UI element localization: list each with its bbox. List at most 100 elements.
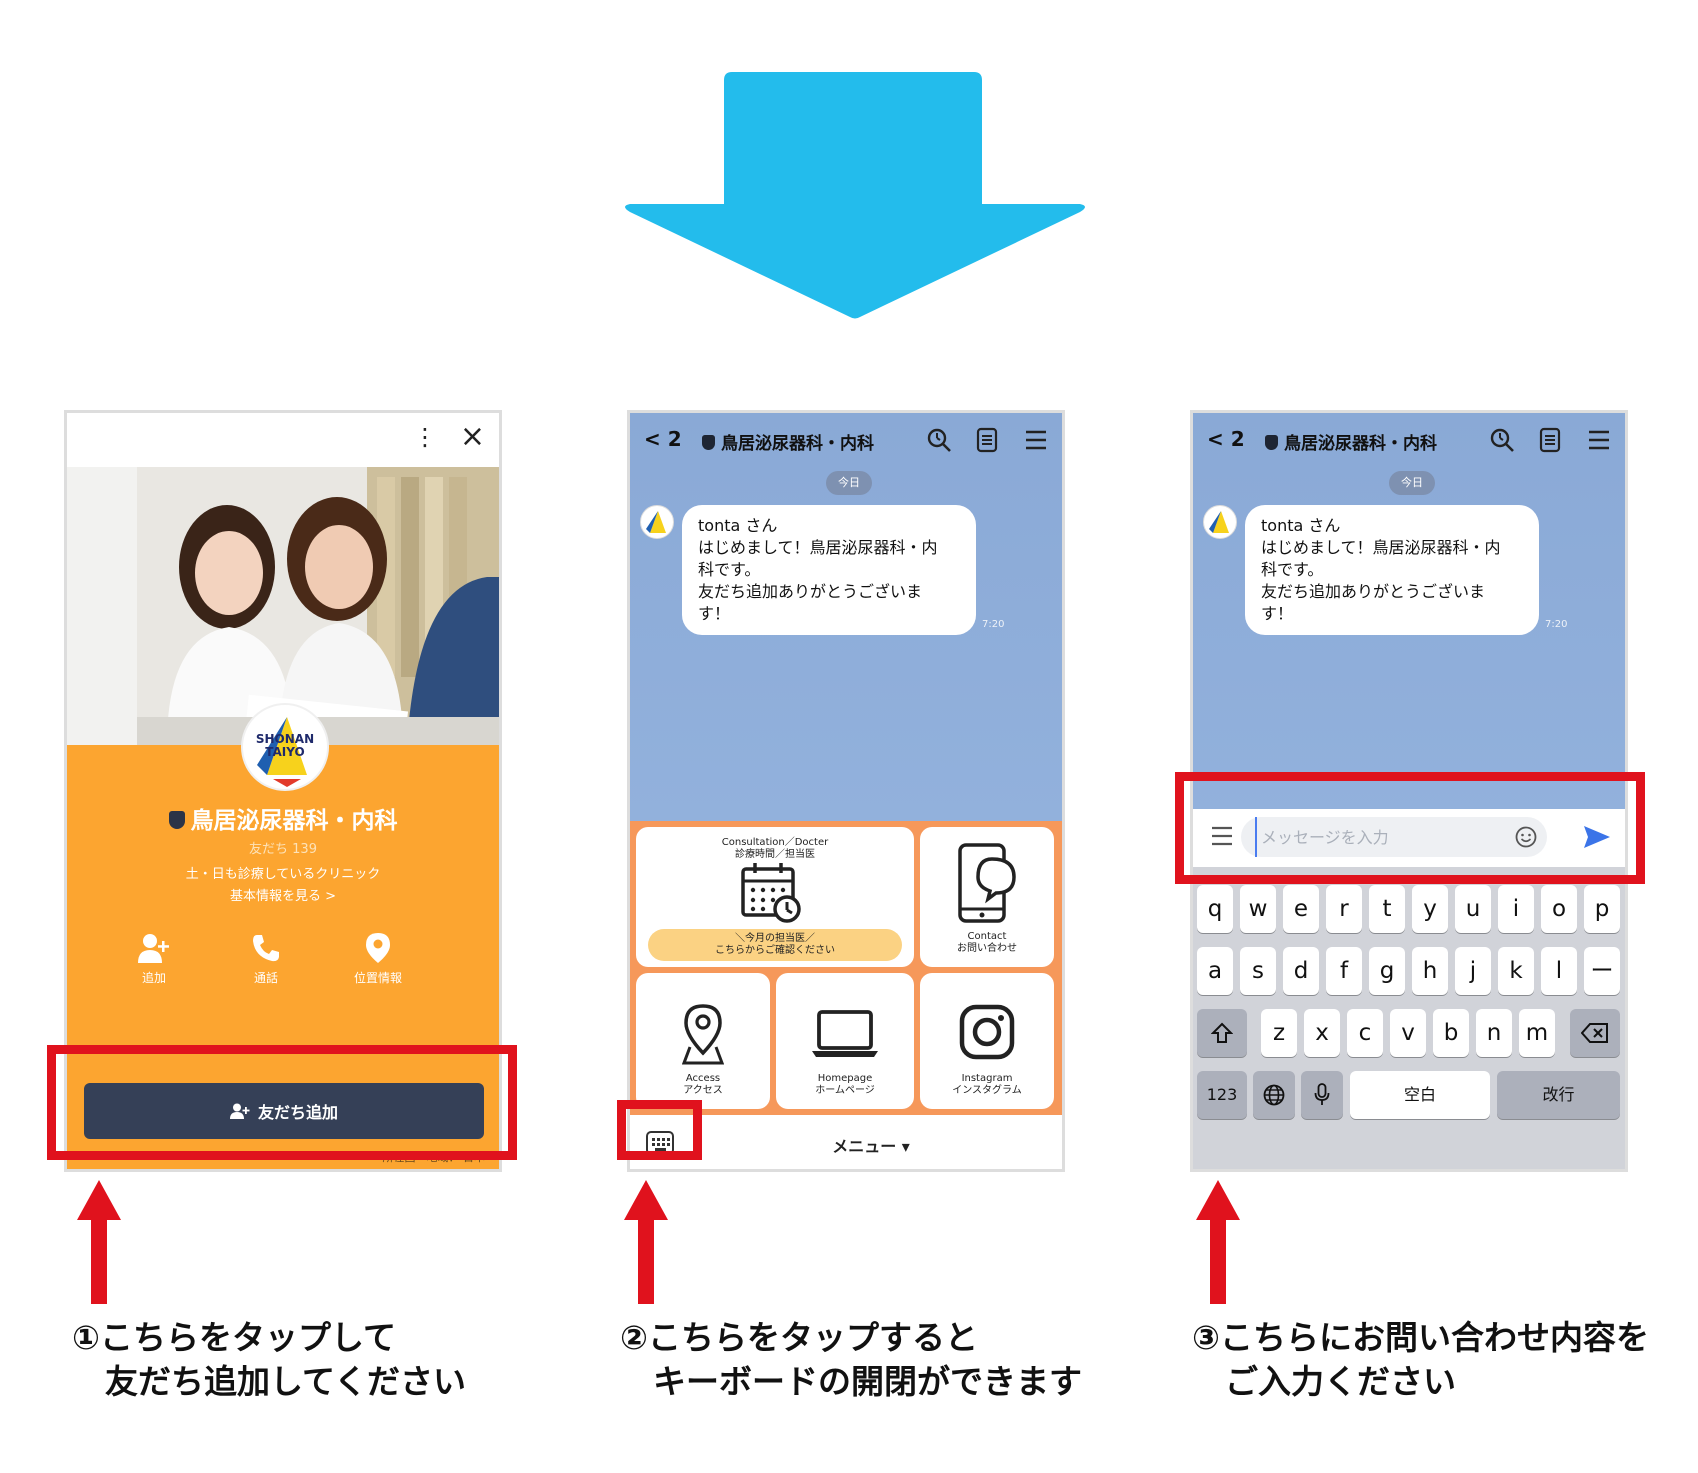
schedule-caption-en: Consultation／Docter	[721, 837, 829, 848]
access-caption-jp: アクセス	[683, 1085, 723, 1096]
rich-menu-instagram[interactable]: Instagram インスタグラム	[920, 973, 1054, 1109]
key-e[interactable]: e	[1283, 885, 1319, 933]
date-separator: 今日	[826, 471, 872, 495]
key-b[interactable]: b	[1433, 1009, 1469, 1057]
message-bubble: tonta さん はじめまして！鳥居泌尿器科・内 科です。 友だち追加ありがとう…	[682, 505, 976, 635]
call-action-label: 通話	[253, 971, 278, 985]
key-d[interactable]: d	[1283, 947, 1319, 995]
key-t[interactable]: t	[1369, 885, 1405, 933]
location-action-label: 位置情報	[353, 971, 402, 985]
homepage-caption-jp: ホームページ	[815, 1085, 875, 1096]
key-m[interactable]: m	[1519, 1009, 1555, 1057]
rich-menu-contact[interactable]: Contact お問い合わせ	[920, 827, 1054, 967]
add-friend-icon	[229, 1103, 250, 1119]
account-logo: SHONAN TAIYO	[241, 703, 329, 791]
add-action-button[interactable]: 追加	[109, 933, 199, 986]
key-w[interactable]: w	[1240, 885, 1276, 933]
rich-menu-homepage[interactable]: Homepage ホームページ	[776, 973, 914, 1109]
key-y[interactable]: y	[1412, 885, 1448, 933]
key-z[interactable]: z	[1261, 1009, 1297, 1057]
message-input[interactable]	[1255, 817, 1495, 857]
caption-step-3-line1: ③こちらにお問い合わせ内容を	[1192, 1318, 1649, 1357]
hamburger-menu-icon[interactable]	[1211, 825, 1233, 847]
globe-icon	[1263, 1084, 1285, 1106]
key-q[interactable]: q	[1197, 885, 1233, 933]
rich-menu: Consultation／Docter 診療時間／担当医 ＼今月の担当医／ こち…	[630, 821, 1062, 1115]
chat-title: 鳥居泌尿器科・内科	[1265, 429, 1437, 454]
caption-step-2-line2: キーボードの開閉ができます	[653, 1362, 1082, 1401]
chat-header: < 2 鳥居泌尿器科・内科	[1193, 413, 1625, 469]
instagram-caption-jp: インスタグラム	[952, 1085, 1022, 1096]
caption-step-1-line1: ①こちらをタップして	[72, 1318, 396, 1357]
caption-step-1-line2: 友だち追加してください	[105, 1362, 467, 1401]
key-u[interactable]: u	[1455, 885, 1491, 933]
doctor-schedule-pill[interactable]: ＼今月の担当医／ こちらからご確認ください	[648, 929, 902, 961]
message-line: tonta さん	[698, 516, 778, 535]
backspace-key[interactable]	[1570, 1009, 1620, 1057]
send-icon[interactable]	[1583, 825, 1611, 849]
shift-key[interactable]	[1197, 1009, 1247, 1057]
key-j[interactable]: j	[1455, 947, 1491, 995]
key-g[interactable]: g	[1369, 947, 1405, 995]
add-friend-button[interactable]: 友だち追加	[84, 1083, 484, 1139]
key-k[interactable]: k	[1498, 947, 1534, 995]
red-up-arrow-icon	[624, 1180, 668, 1304]
key-long-dash[interactable]: ー	[1584, 947, 1620, 995]
doctor-pill-line2: こちらからご確認ください	[715, 945, 835, 956]
rich-menu-access[interactable]: Access アクセス	[636, 973, 770, 1109]
more-options-icon[interactable]: ⋮	[413, 423, 437, 451]
back-button[interactable]: < 2	[1207, 427, 1245, 451]
search-icon[interactable]	[926, 427, 952, 453]
key-r[interactable]: r	[1326, 885, 1362, 933]
verified-shield-icon	[702, 435, 715, 450]
contact-caption-en: Contact	[967, 931, 1007, 942]
key-a[interactable]: a	[1197, 947, 1233, 995]
key-c[interactable]: c	[1347, 1009, 1383, 1057]
key-i[interactable]: i	[1498, 885, 1534, 933]
message-field	[1241, 817, 1547, 857]
search-icon[interactable]	[1489, 427, 1515, 453]
verified-shield-icon	[1265, 435, 1278, 450]
add-friend-icon	[138, 934, 169, 963]
numbers-key[interactable]: 123	[1197, 1071, 1247, 1119]
caption-step-2: ②こちらをタップすると キーボードの開閉ができます	[620, 1316, 1082, 1404]
location-action-button[interactable]: 位置情報	[333, 933, 423, 986]
key-h[interactable]: h	[1412, 947, 1448, 995]
notes-icon[interactable]	[976, 427, 998, 453]
basic-info-link[interactable]: 基本情報を見る >	[229, 889, 337, 904]
key-f[interactable]: f	[1326, 947, 1362, 995]
chat-title-text: 鳥居泌尿器科・内科	[721, 434, 874, 454]
key-s[interactable]: s	[1240, 947, 1276, 995]
key-p[interactable]: p	[1584, 885, 1620, 933]
key-x[interactable]: x	[1304, 1009, 1340, 1057]
logo-text-line1: SHONAN	[255, 732, 315, 746]
emoji-icon[interactable]	[1515, 826, 1537, 848]
instagram-icon	[959, 1004, 1015, 1060]
key-o[interactable]: o	[1541, 885, 1577, 933]
key-v[interactable]: v	[1390, 1009, 1426, 1057]
message-line: tonta さん	[1261, 516, 1341, 535]
key-l[interactable]: l	[1541, 947, 1577, 995]
chat-header: < 2 鳥居泌尿器科・内科	[630, 413, 1062, 469]
message-line: はじめまして！鳥居泌尿器科・内	[698, 538, 938, 557]
highlight-add-friend	[47, 1045, 517, 1160]
profile-screen: ⋮ × SHONAN	[64, 410, 502, 1172]
rich-menu-toggle[interactable]: メニュー ▾	[832, 1137, 910, 1156]
space-key[interactable]: 空白	[1350, 1071, 1490, 1119]
hamburger-menu-icon[interactable]	[1587, 427, 1611, 453]
globe-key[interactable]	[1253, 1071, 1295, 1119]
profile-top-bar: ⋮ ×	[67, 413, 499, 467]
highlight-keyboard-toggle	[617, 1100, 702, 1160]
date-separator: 今日	[1389, 471, 1435, 495]
hamburger-menu-icon[interactable]	[1024, 427, 1048, 453]
back-button[interactable]: < 2	[644, 427, 682, 451]
return-key[interactable]: 改行	[1497, 1071, 1620, 1119]
call-action-button[interactable]: 通話	[221, 933, 311, 986]
rich-menu-schedule[interactable]: Consultation／Docter 診療時間／担当医 ＼今月の担当医／ こち…	[636, 827, 914, 967]
notes-icon[interactable]	[1539, 427, 1561, 453]
instagram-caption-en: Instagram	[961, 1073, 1013, 1084]
microphone-key[interactable]	[1301, 1071, 1343, 1119]
close-icon[interactable]: ×	[459, 419, 485, 454]
message-line: す！	[1261, 604, 1294, 623]
key-n[interactable]: n	[1476, 1009, 1512, 1057]
